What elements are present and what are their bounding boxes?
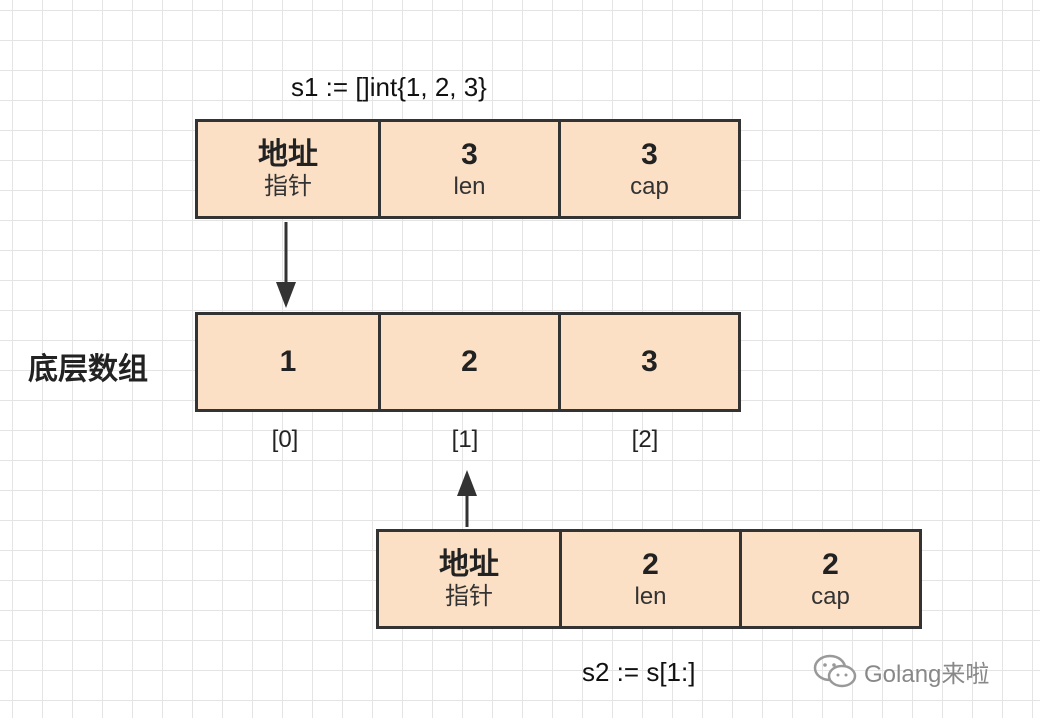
array-value-2: 3: [641, 345, 658, 378]
s2-slice-header: 地址 指针 2 len 2 cap: [376, 529, 922, 629]
s1-cap-label: cap: [630, 173, 669, 200]
s2-cap-cell: 2 cap: [739, 532, 919, 626]
s2-len-label: len: [634, 583, 667, 610]
s2-code-label: s2 := s[1:]: [582, 657, 696, 687]
array-cell-0: 1: [198, 315, 378, 409]
s1-cap-cell: 3 cap: [558, 122, 738, 216]
s1-len-cell: 3 len: [378, 122, 558, 216]
s2-cap-value: 2: [822, 548, 839, 581]
underlying-array: 1 2 3: [195, 312, 741, 412]
s2-cap-label: cap: [811, 583, 850, 610]
watermark: Golang来啦: [812, 652, 989, 690]
array-index-2: [2]: [631, 426, 659, 453]
s2-pointer-sub: 指针: [445, 583, 493, 610]
s1-pointer-title: 地址: [258, 138, 318, 171]
s2-len-value: 2: [642, 548, 659, 581]
array-index-0: [0]: [271, 426, 299, 453]
s2-pointer-cell: 地址 指针: [379, 532, 559, 626]
wechat-icon: [813, 654, 857, 688]
s1-cap-value: 3: [641, 138, 658, 171]
s1-len-value: 3: [461, 138, 478, 171]
s2-pointer-title: 地址: [439, 548, 499, 581]
s1-code-label: s1 := []int{1, 2, 3}: [291, 72, 487, 102]
s1-pointer-sub: 指针: [264, 173, 312, 200]
s2-pointer-arrow: [457, 470, 477, 527]
array-index-1: [1]: [451, 426, 479, 453]
array-cell-1: 2: [378, 315, 558, 409]
s1-pointer-arrow: [276, 222, 296, 308]
array-value-0: 1: [279, 345, 297, 378]
watermark-text: Golang来啦: [864, 660, 990, 688]
array-label: 底层数组: [28, 353, 148, 386]
s1-slice-header: 地址 指针 3 len 3 cap: [195, 119, 741, 219]
array-cell-2: 3: [558, 315, 738, 409]
array-value-1: 2: [461, 345, 478, 378]
s1-pointer-cell: 地址 指针: [198, 122, 378, 216]
s2-len-cell: 2 len: [559, 532, 739, 626]
s1-len-label: len: [453, 173, 486, 200]
